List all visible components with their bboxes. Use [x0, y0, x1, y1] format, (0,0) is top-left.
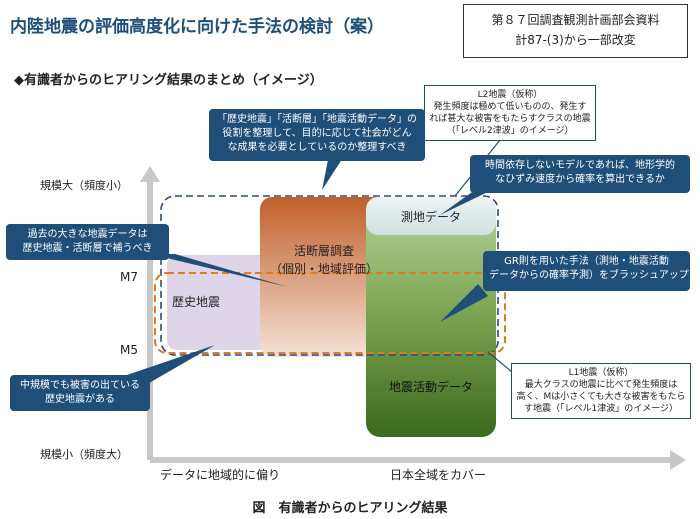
seismic-label-box: 地震活動データ: [366, 372, 496, 400]
badge-line-1: 第８７回調査観測計画部会資料: [491, 13, 660, 27]
note-line: （「レベル2津波」のイメージ）: [446, 126, 574, 136]
active-fault-label-line-1: 活断層調査: [293, 244, 354, 258]
x-axis-right-label: 日本全域をカバー: [390, 468, 487, 482]
callout-line: 歴史地震・活断層で補うべき: [22, 243, 153, 254]
callout-line: 「歴史地震」「活断層」「地震活動データ」の: [217, 114, 417, 125]
active-fault-label-line-2: （個別・地域評価）: [269, 262, 378, 276]
gr-law-callout-tail: [440, 284, 488, 322]
seismic-region: [366, 197, 496, 437]
l2-earthquake-note: L2地震（仮称） 発生頻度は極めて低いものの、発生す れば甚大な被害をもたらすク…: [424, 85, 596, 141]
note-line: 最大クラスの地震に比べて発生頻度は: [524, 380, 678, 390]
y-axis-top-label: 規模大（頻度小）: [40, 179, 128, 192]
note-line: れば甚大な被害をもたらすクラスの地震: [429, 114, 591, 124]
figure-caption: 図 有識者からのヒアリング結果: [252, 501, 448, 516]
note-line: L2地震（仮称）: [477, 90, 543, 100]
past-large-callout-tail: [150, 254, 288, 287]
note-line: L1地震（仮称）: [568, 368, 634, 378]
callout-line: データからの確率予測）をブラッシュアップ: [489, 270, 689, 281]
geodetic-label-box: 測地データ: [366, 202, 496, 230]
callout-line: な成果を必要としているのか整理すべき: [227, 142, 407, 153]
page-title: 内陸地震の評価高度化に向けた手法の検討（案）: [10, 17, 384, 37]
y-axis-bottom-label: 規模小（頻度大）: [40, 448, 128, 461]
l1-earthquake-note: L1地震（仮称） 最大クラスの地震に比べて発生頻度は 高く、Mは小さくても大きな…: [511, 363, 691, 419]
callout-line: 中規模でも被害の出ている: [20, 380, 140, 391]
note-line: 高く、Mは小さくても大きな被害をもたら: [516, 392, 686, 402]
subtitle: ◆有識者からのヒアリング結果のまとめ（イメージ）: [14, 73, 323, 88]
document-badge: 第８７回調査観測計画部会資料 計87-(3)から一部改変: [463, 4, 688, 58]
l1-note-connector: [487, 351, 513, 373]
historical-region-label: 歴史地震: [171, 294, 220, 309]
active-fault-region: [260, 197, 388, 357]
x-axis-left-label: データに地域的に偏り: [160, 468, 281, 482]
geodetic-region: [366, 197, 496, 235]
callout-line: 歴史地震がある: [45, 394, 115, 405]
time-independent-model-callout: 時間依存しないモデルであれば、地形学的 なひずみ速度から確率を算出できるか: [470, 155, 690, 193]
m5-label: M5: [120, 343, 138, 357]
m7-label: M7: [120, 270, 138, 284]
callout-line: なひずみ速度から確率を算出できるか: [495, 174, 665, 185]
historical-region-label-box: 歴史地震: [167, 286, 225, 316]
medium-scale-damage-callout: 中規模でも被害の出ている 歴史地震がある: [10, 375, 150, 411]
badge-line-2: 計87-(3)から一部改変: [515, 33, 636, 47]
gr-law-method-callout: GR則を用いた手法（測地・地震活動 データからの確率予測）をブラッシュアップ: [483, 251, 690, 291]
note-line: す地震（「レベル1津波」のイメージ）: [523, 404, 679, 414]
past-large-quake-callout: 過去の大きな地震データは 歴史地震・活断層で補うべき: [6, 224, 169, 260]
l1-dashed-boundary: [154, 272, 506, 354]
callout-line: 過去の大きな地震データは: [27, 229, 148, 240]
callout-line: GR則を用いた手法（測地・地震活動: [504, 256, 669, 267]
note-line: 発生頻度は極めて低いものの、発生す: [433, 102, 587, 112]
organize-roles-callout: 「歴史地震」「活断層」「地震活動データ」の 役割を整理して、目的に応じて社会がど…: [209, 109, 425, 161]
seismic-region-label: 地震活動データ: [388, 379, 473, 394]
callout-line: 時間依存しないモデルであれば、地形学的: [485, 160, 675, 171]
callout-line: 役割を整理して、目的に応じて社会がどん: [222, 128, 412, 139]
time-dependent-callout-tail: [440, 190, 492, 215]
active-fault-label-box: 活断層調査 （個別・地域評価）: [260, 236, 388, 284]
geodetic-region-label: 測地データ: [400, 209, 461, 224]
